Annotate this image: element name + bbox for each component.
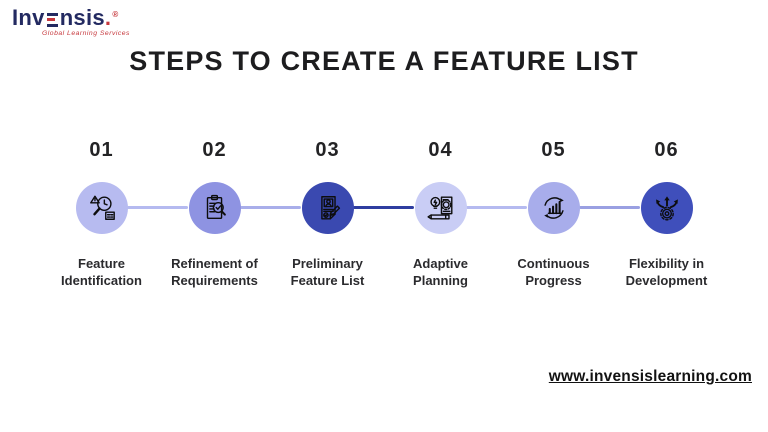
- logo-brand-suffix: nsis: [59, 5, 105, 30]
- step-circle: [414, 182, 467, 234]
- connector-line-2-3: [240, 206, 301, 209]
- connector-line-3-4: [353, 206, 414, 209]
- step-5-continuous-progress: 05 Continuous Progress: [497, 138, 610, 298]
- logo-brand-text: Inv nsis . ®: [12, 7, 130, 29]
- step-6-flexibility-in-development: 06 Flexibility in Development: [610, 138, 723, 298]
- step-1-feature-identification: 01 Feature Identification: [45, 138, 158, 298]
- document-person-pencil-icon: [320, 196, 340, 220]
- steps-row: 01 Feature Identification 02: [45, 138, 723, 298]
- cycle-growth-chart-icon: [543, 197, 564, 219]
- step-label: Flexibility in Development: [625, 256, 708, 288]
- logo-stylized-e-icon: [46, 12, 58, 27]
- invensis-logo: Inv nsis . ® Global Learning Services: [12, 7, 130, 38]
- step-circle: [188, 182, 241, 234]
- logo-brand-dot: .: [104, 5, 112, 30]
- logo-brand-prefix: Inv: [12, 5, 45, 30]
- clipboard-check-magnifier-icon: [206, 194, 226, 220]
- step-label: Feature Identification: [61, 256, 142, 288]
- step-label: Continuous Progress: [517, 256, 590, 288]
- step-4-adaptive-planning: 04 Adaptive Planning: [384, 138, 497, 298]
- step-circle: [640, 182, 693, 234]
- website-url-link[interactable]: www.invensislearning.com: [548, 368, 752, 385]
- step-number: 02: [202, 139, 227, 161]
- step-2-refinement-of-requirements: 02 Refinement of Requirements: [158, 138, 271, 298]
- step-number: 04: [428, 139, 453, 161]
- step-number: 05: [541, 139, 566, 161]
- step-number: 03: [315, 139, 340, 161]
- registered-mark: ®: [112, 10, 119, 19]
- step-number: 01: [89, 139, 114, 161]
- logo-e-bar-bottom: [46, 23, 58, 27]
- logo-tagline: Global Learning Services: [42, 30, 130, 37]
- logo-e-bar-mid: [46, 18, 55, 21]
- step-circle: [301, 182, 354, 234]
- gear-direction-arrows-icon: [655, 196, 678, 221]
- connector-line-1-2: [127, 206, 188, 209]
- magnifier-clock-warning-icon: [89, 195, 115, 220]
- step-circle: [75, 182, 128, 234]
- connector-line-5-6: [579, 206, 640, 209]
- step-number: 06: [654, 139, 679, 161]
- idea-gear-document-icon: [426, 196, 452, 220]
- step-label: Refinement of Requirements: [171, 256, 258, 288]
- logo-e-bar-top: [46, 12, 58, 16]
- page-title: STEPS TO CREATE A FEATURE LIST: [129, 46, 639, 76]
- connector-line-4-5: [466, 206, 527, 209]
- step-label: Preliminary Feature List: [290, 256, 365, 288]
- step-3-preliminary-feature-list: 03 Preliminary Feature List: [271, 138, 384, 298]
- step-label: Adaptive Planning: [413, 256, 468, 288]
- step-circle: [527, 182, 580, 234]
